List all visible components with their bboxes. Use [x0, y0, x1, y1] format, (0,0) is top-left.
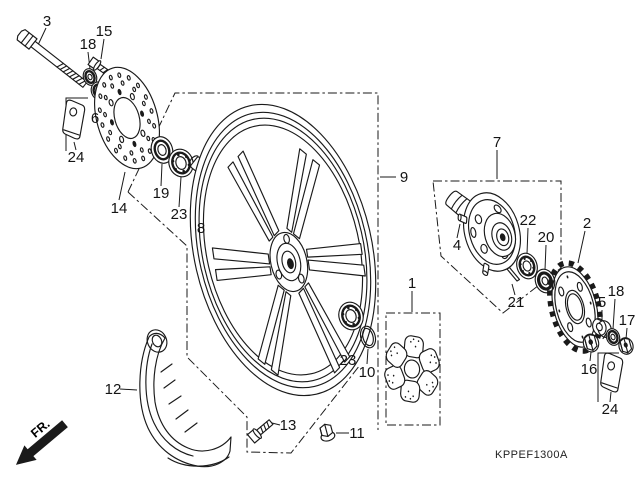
disc-bolt-drawing	[87, 56, 113, 79]
callout-16: 16	[581, 361, 598, 378]
callout-3: 3	[43, 13, 51, 30]
callout-10: 10	[359, 364, 376, 381]
wheel-drawing	[163, 86, 403, 414]
callout-18-right: 18	[608, 283, 625, 300]
part-callouts: 3 18 15 24 6 14 19 23 8 9 7 4 22 20 21 2…	[43, 13, 636, 442]
washer-right-drawing	[604, 327, 622, 347]
cover-drawing	[140, 327, 231, 467]
fr-arrow-glyph	[15, 420, 68, 465]
brake-disc-drawing	[84, 60, 171, 177]
diagram-code: KPPEF1300A	[495, 449, 568, 461]
callout-1: 1	[408, 275, 416, 292]
callout-7: 7	[493, 134, 501, 151]
callout-22: 22	[520, 212, 537, 229]
o-ring-drawing	[358, 325, 378, 350]
wheel-hub	[265, 229, 314, 296]
callout-19: 19	[153, 185, 170, 202]
callout-21: 21	[508, 294, 525, 311]
wheel-spokes	[190, 130, 388, 394]
callout-15: 15	[96, 23, 113, 40]
callout-13: 13	[280, 417, 297, 434]
carrier-bearing-drawing	[513, 251, 540, 282]
axle-spacer-drawing	[591, 316, 614, 341]
callout-9: 9	[400, 169, 408, 186]
callout-11: 11	[349, 425, 365, 442]
small-nut-drawing	[318, 422, 336, 442]
pin-drawing	[507, 268, 520, 282]
hub-carrier-drawing	[453, 186, 530, 280]
callout-24-right: 24	[602, 401, 619, 418]
hub-assembly-boundary	[432, 180, 562, 314]
bearing-upper-drawing	[165, 146, 196, 180]
damper-set-boundary	[385, 312, 441, 426]
callout-23-lower: 23	[340, 352, 357, 369]
callout-6: 6	[91, 110, 99, 127]
damper-set-drawing	[378, 331, 445, 408]
callout-18-left: 18	[80, 36, 97, 53]
stopper-plate-right-drawing	[600, 353, 624, 393]
bearing-lower-drawing	[335, 299, 366, 333]
axle-bolt-drawing	[16, 28, 89, 89]
fr-arrow: FR.	[15, 417, 68, 465]
callout-20: 20	[538, 229, 555, 246]
callout-5: 5	[598, 294, 606, 311]
axle-nut-drawing	[617, 336, 635, 356]
stopper-plate-left-drawing	[62, 100, 86, 140]
cover-bolt-drawing	[247, 417, 275, 443]
oil-seal-drawing	[148, 134, 176, 166]
callout-14: 14	[111, 200, 128, 217]
callout-12: 12	[105, 381, 122, 398]
callout-23-upper: 23	[171, 206, 188, 223]
callout-24-left: 24	[68, 149, 85, 166]
callout-17: 17	[619, 312, 636, 329]
callout-8: 8	[197, 220, 205, 237]
flange-nut-drawing	[581, 332, 600, 353]
callout-2: 2	[583, 215, 591, 232]
callout-4: 4	[453, 237, 461, 254]
